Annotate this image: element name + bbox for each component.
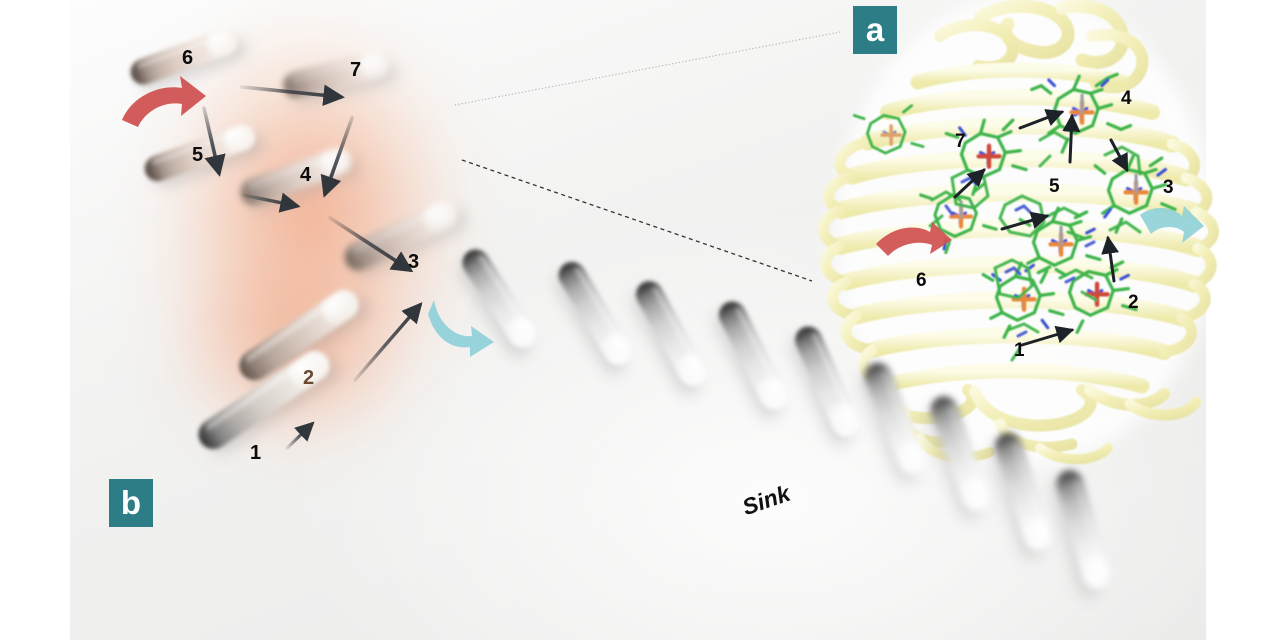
panel-label-b: b — [109, 479, 153, 527]
arrow-7-to-4 — [1018, 109, 1065, 130]
panel-label-a: a — [853, 6, 897, 54]
arrow-2-to-3 — [1101, 235, 1120, 283]
heme-cofactor-group — [852, 72, 1177, 362]
panel-a-electron-input-arrow — [876, 222, 952, 256]
arrow-1-to-2 — [1020, 325, 1075, 347]
arrow-5-to-4 — [1062, 113, 1081, 164]
panel-a-electron-output-arrow — [1140, 206, 1204, 243]
panel-a-transfer-arrows — [953, 109, 1129, 347]
arrow-6-to-5 — [1000, 211, 1050, 231]
arrow-4-to-3 — [1109, 138, 1129, 173]
arrow-6-to-7 — [953, 168, 986, 199]
